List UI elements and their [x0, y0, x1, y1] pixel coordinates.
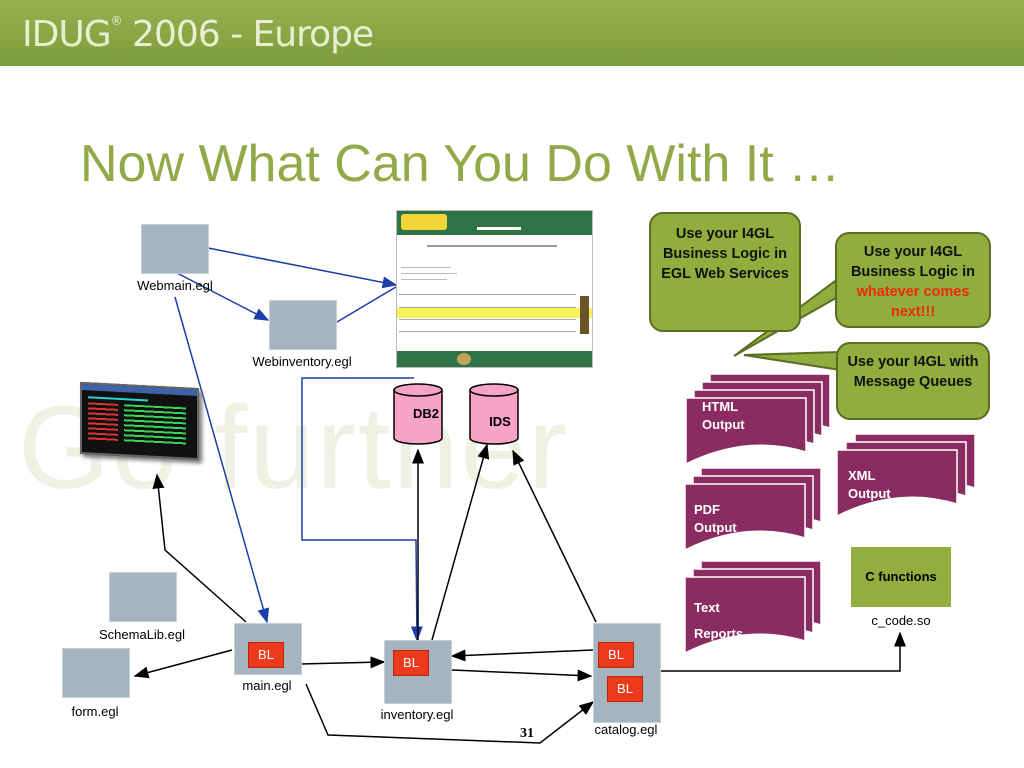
catalog-label: catalog.egl [594, 722, 658, 737]
brand-logo: IDUG® 2006 - Europe [22, 14, 374, 55]
form-label: form.egl [71, 704, 119, 719]
arrow-inventory-to-ids [431, 443, 490, 641]
arrow-catalog-to-ids [512, 449, 597, 623]
arrow-main-to-terminal [152, 473, 247, 623]
arrow-webmain-to-web [207, 247, 398, 289]
arrow-main-to-form [133, 649, 233, 679]
callout-whatever-comes-next: Use your I4GL Business Logic in whatever… [835, 232, 991, 328]
arrow-catalog-to-cfunc [660, 631, 906, 672]
catalog-box [593, 623, 661, 723]
ids-label: IDS [489, 414, 511, 429]
main-label: main.egl [242, 678, 292, 693]
arrow-webmain-to-main [174, 296, 270, 624]
catalog-bl-badge-1: BL [598, 642, 634, 668]
main-bl-badge: BL [248, 642, 284, 668]
c-code-label: c_code.so [871, 613, 931, 628]
page-number: 31 [520, 726, 534, 741]
webmain-label: Webmain.egl [137, 278, 213, 293]
schemalib-label: SchemaLib.egl [99, 627, 185, 642]
callout-web-services: Use your I4GL Business Logic in EGL Web … [649, 212, 801, 332]
arrow-webinventory-to-web [336, 286, 397, 323]
webinventory-label: Webinventory.egl [252, 354, 352, 369]
database-cylinders [393, 383, 519, 445]
form-box [62, 648, 130, 698]
slide-header: IDUG® 2006 - Europe [0, 0, 1024, 66]
callout-highlight-text: whatever comes next!!! [856, 284, 970, 320]
webinventory-box [269, 300, 337, 350]
webmain-box [141, 224, 209, 274]
arrow-webinventory-to-inventory [301, 377, 423, 642]
callout-message-queues: Use your I4GL with Message Queues [836, 342, 990, 420]
arrow-inventory-to-catalog [451, 669, 593, 682]
db2-label: DB2 [412, 406, 439, 421]
catalog-bl-badge-2: BL [607, 676, 643, 702]
arrow-webmain-to-webinventory [174, 271, 270, 321]
inventory-label: inventory.egl [380, 707, 454, 722]
slide-title: Now What Can You Do With It … [80, 135, 841, 193]
schemalib-box [109, 572, 177, 622]
web-page-screenshot [396, 210, 593, 368]
c-functions-box: C functions [851, 547, 951, 607]
inventory-bl-badge: BL [393, 650, 429, 676]
arrow-main-to-inventory [299, 656, 386, 669]
arrow-main-to-catalog [305, 683, 595, 744]
arrow-catalog-to-inventory [450, 649, 594, 662]
